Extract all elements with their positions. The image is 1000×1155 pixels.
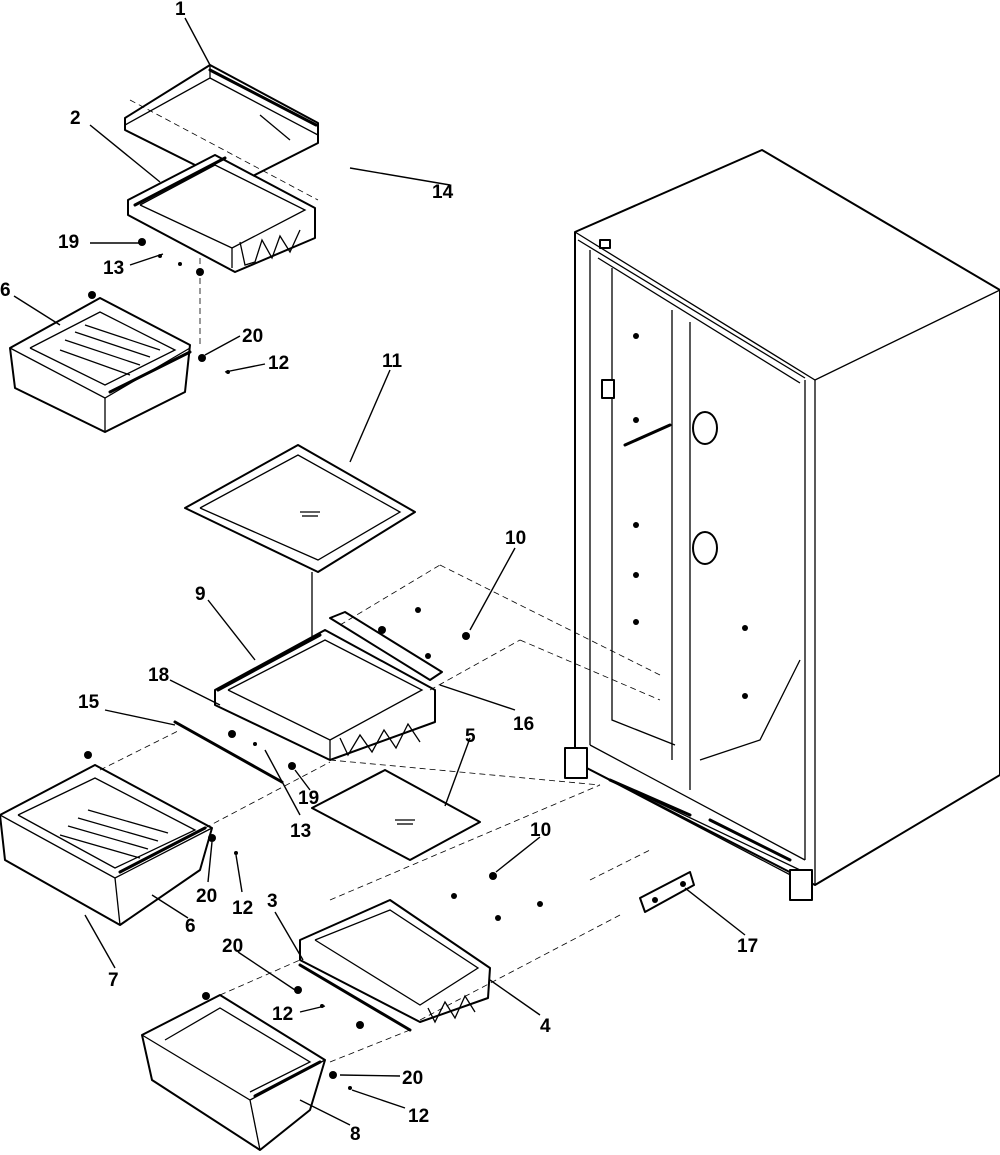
callout-2: 2 bbox=[70, 108, 81, 129]
callout-13-middle: 13 bbox=[290, 821, 311, 842]
leader-lines bbox=[13, 17, 746, 1126]
callout-20-lower: 20 bbox=[222, 936, 243, 957]
callout-20-middle: 20 bbox=[196, 886, 217, 907]
callout-20-bottom: 20 bbox=[402, 1068, 423, 1089]
callout-4: 4 bbox=[540, 1016, 551, 1037]
callout-6-top: 6 bbox=[0, 280, 11, 301]
callout-20-top: 20 bbox=[242, 326, 263, 347]
callout-5: 5 bbox=[465, 726, 476, 747]
part-11-glass-shelf bbox=[184, 444, 416, 655]
callout-8: 8 bbox=[350, 1124, 361, 1145]
part-7-drawer-middle bbox=[0, 764, 213, 926]
part-2-shelf bbox=[127, 154, 316, 273]
callout-7: 7 bbox=[108, 970, 119, 991]
callout-10-lower: 10 bbox=[530, 820, 551, 841]
callout-16: 16 bbox=[513, 714, 534, 735]
callout-12-lower: 12 bbox=[272, 1004, 293, 1025]
callout-13-top: 13 bbox=[103, 258, 124, 279]
callout-6-middle: 6 bbox=[185, 916, 196, 937]
callout-17: 17 bbox=[737, 936, 758, 957]
callout-15: 15 bbox=[78, 692, 100, 713]
part-9-crisper-cover bbox=[214, 611, 443, 761]
part-6-drawer-top bbox=[9, 297, 192, 433]
callout-14: 14 bbox=[432, 182, 454, 203]
callout-12-top: 12 bbox=[268, 353, 289, 374]
callout-9: 9 bbox=[195, 584, 206, 605]
part-15-rail bbox=[173, 720, 284, 784]
callout-labels: 1 2 3 4 5 6 6 7 8 9 10 10 11 12 12 12 12… bbox=[0, 0, 758, 1145]
callout-19-middle: 19 bbox=[298, 788, 319, 809]
part-3-4-lower-cover bbox=[298, 899, 491, 1032]
callout-11: 11 bbox=[382, 351, 403, 372]
callout-12-bottom: 12 bbox=[408, 1106, 429, 1127]
refrigerator-cabinet bbox=[564, 149, 1000, 901]
callout-3: 3 bbox=[267, 891, 278, 912]
part-5-cover-glass bbox=[311, 769, 481, 861]
hardware bbox=[84, 238, 543, 1090]
part-8-drawer-bottom bbox=[141, 994, 326, 1151]
callout-12-middle: 12 bbox=[232, 898, 253, 919]
callout-10-upper: 10 bbox=[505, 528, 526, 549]
callout-19-top: 19 bbox=[58, 232, 79, 253]
part-17-bracket bbox=[639, 871, 695, 913]
callout-18: 18 bbox=[148, 665, 169, 686]
callout-1: 1 bbox=[175, 0, 186, 20]
